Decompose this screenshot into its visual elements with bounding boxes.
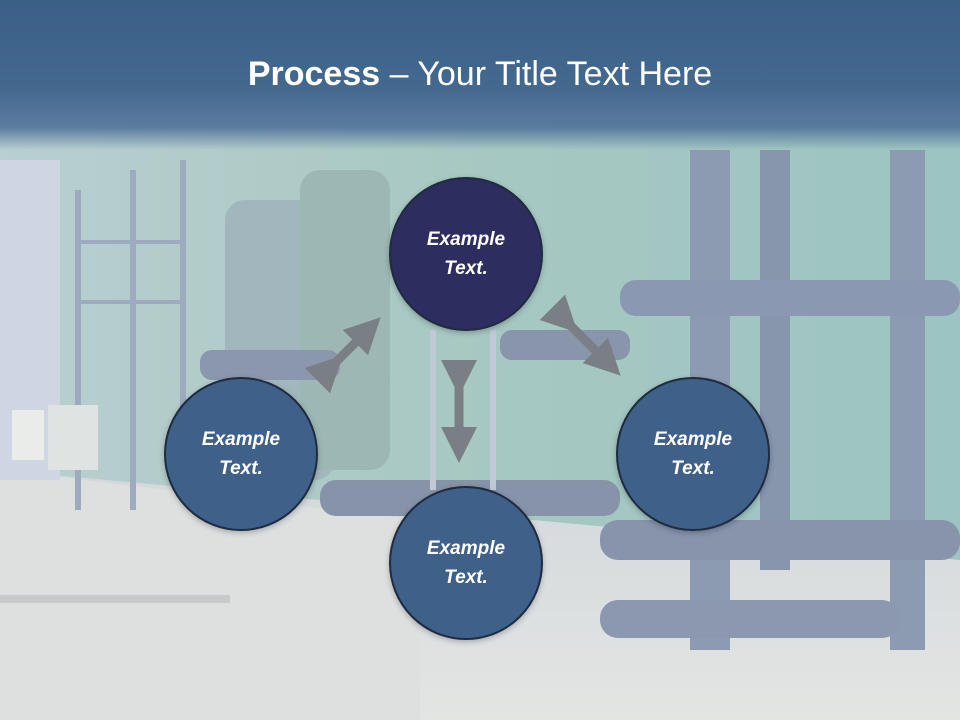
node-right-line1: Example [653, 429, 733, 450]
node-left-line2: Text. [219, 458, 263, 479]
process-node-right[interactable]: Example Text. [616, 377, 770, 531]
node-top-line1: Example [426, 229, 506, 250]
node-left-line1: Example [201, 429, 281, 450]
node-right-line2: Text. [671, 458, 715, 479]
process-node-bottom[interactable]: Example Text. [389, 486, 543, 640]
node-bottom-line1: Example [426, 538, 506, 559]
slide-title[interactable]: Process – Your Title Text Here [0, 52, 960, 96]
title-rest: – Your Title Text Here [380, 55, 713, 93]
node-top-line2: Text. [444, 258, 488, 279]
node-bottom-line2: Text. [444, 567, 488, 588]
process-node-top[interactable]: Example Text. [389, 177, 543, 331]
title-bold: Process [247, 55, 381, 93]
arrow-top-right [539, 294, 621, 376]
arrow-top-left [304, 317, 381, 394]
title-bar [0, 0, 960, 150]
process-node-left[interactable]: Example Text. [164, 377, 318, 531]
